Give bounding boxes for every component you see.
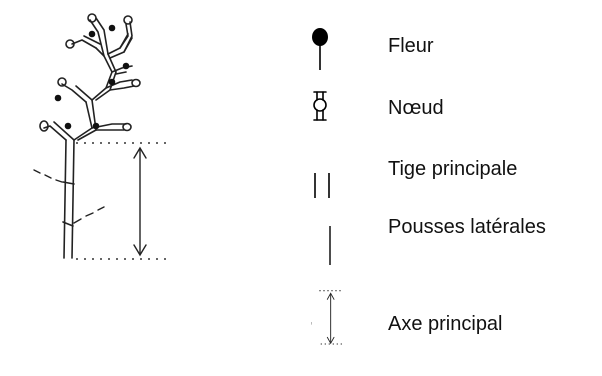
- main-stem-symbol-icon: [314, 173, 330, 198]
- plant-main-stem: [63, 139, 67, 259]
- plant-flower: [108, 24, 116, 32]
- legend-label-main-stem: Tige principale: [388, 158, 518, 180]
- legend-item-lateral-shoots: Pousses latérales: [300, 205, 602, 265]
- plant-flower: [88, 30, 96, 38]
- legend-label-lateral-shoots: Pousses latérales: [388, 216, 546, 238]
- main-axis-symbol-icon: [311, 290, 342, 345]
- plant-main-stem-right: [71, 139, 75, 259]
- plant-lateral-shoot-left: [33, 169, 63, 183]
- plant-flower: [108, 78, 116, 86]
- plant-flower: [54, 94, 62, 102]
- plant-flower: [92, 122, 100, 130]
- plant-lateral-shoot-right: [73, 206, 105, 224]
- flower-symbol-icon: [312, 28, 328, 70]
- node-symbol-icon: [313, 91, 327, 121]
- main-axis-arrow-head-bottom: [133, 244, 147, 257]
- plant-node-mark: [62, 181, 75, 185]
- legend-label-main-axis: Axe principal: [388, 313, 503, 335]
- legend-item-node: Nœud: [300, 80, 602, 140]
- plant-node-mark: [62, 221, 74, 227]
- legend-label-node: Nœud: [388, 97, 444, 119]
- plant-flower: [122, 62, 130, 70]
- legend-label-flower: Fleur: [388, 35, 434, 57]
- legend-item-main-axis: Axe principal: [300, 286, 602, 376]
- lateral-shoot-symbol-icon: [329, 226, 331, 265]
- legend-item-main-stem: Tige principale: [300, 148, 602, 208]
- plant-flower: [64, 122, 72, 130]
- legend-item-flower: Fleur: [300, 14, 602, 74]
- main-axis-arrow-head-top: [133, 146, 147, 159]
- plant-illustration: [33, 13, 168, 260]
